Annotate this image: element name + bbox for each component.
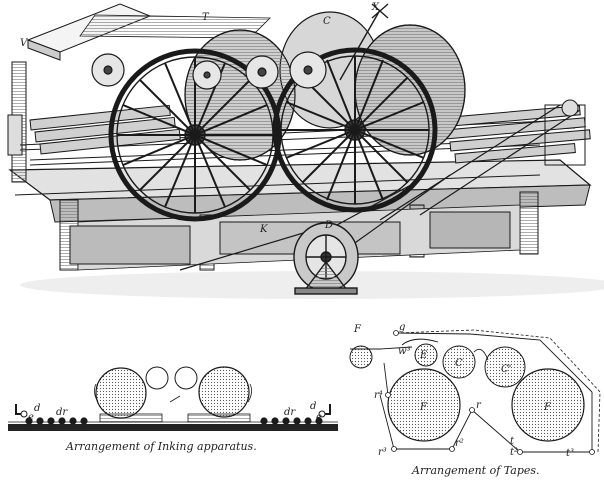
svg-text:e: e — [28, 412, 34, 423]
svg-text:w³: w³ — [398, 346, 411, 357]
svg-text:r²: r² — [455, 438, 464, 449]
svg-text:t: t — [510, 436, 515, 447]
svg-text:E: E — [419, 350, 428, 361]
tapes-caption: Arrangement of Tapes. — [411, 464, 540, 477]
svg-text:D: D — [324, 220, 333, 231]
svg-text:C: C — [455, 358, 463, 369]
left-gear-wheel — [108, 48, 282, 222]
svg-text:F: F — [353, 324, 362, 335]
svg-text:F: F — [419, 402, 428, 413]
machine-engraving: V T C X D K — [7, 2, 604, 299]
svg-text:K: K — [259, 224, 268, 235]
svg-text:C: C — [323, 16, 331, 27]
svg-text:V: V — [20, 38, 29, 49]
svg-text:r³: r³ — [378, 447, 387, 458]
engraving-letters: V T C X D K — [20, 2, 380, 235]
svg-text:d: d — [310, 401, 316, 412]
svg-text:g: g — [399, 322, 405, 333]
svg-text:dr: dr — [56, 407, 68, 418]
drive-pulley — [293, 222, 359, 295]
svg-text:t³: t³ — [566, 448, 574, 459]
tapes-figure: F g w³ E C C' F F r⁴ r³ r² r t t² t³ Arr… — [349, 322, 601, 477]
svg-text:t²: t² — [510, 447, 518, 458]
svg-text:T: T — [202, 12, 210, 23]
svg-text:e: e — [316, 412, 322, 423]
right-gear-wheel — [272, 47, 438, 213]
svg-text:X: X — [371, 2, 380, 13]
svg-text:F: F — [543, 402, 552, 413]
svg-text:r: r — [476, 400, 482, 411]
svg-text:d: d — [34, 403, 40, 414]
svg-text:r⁴: r⁴ — [374, 390, 383, 401]
svg-text:dr: dr — [284, 407, 296, 418]
svg-text:C': C' — [501, 364, 511, 375]
inking-caption: Arrangement of Inking apparatus. — [65, 440, 257, 453]
inking-apparatus-figure: d e dr dr d e Arrangement of Inking appa… — [8, 366, 338, 453]
